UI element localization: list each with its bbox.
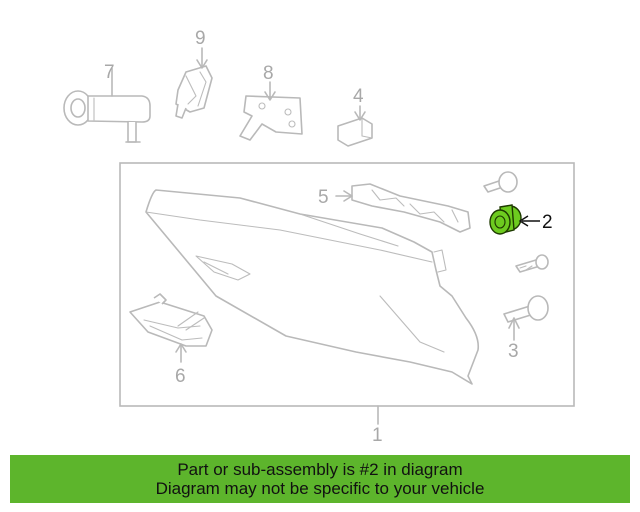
callout-2: 2 (542, 212, 553, 233)
callout-7: 7 (104, 62, 115, 83)
banner-line-2: Diagram may not be specific to your vehi… (155, 479, 485, 498)
stud-small[interactable] (515, 254, 549, 273)
part-1-glove-box-door[interactable] (145, 189, 480, 385)
callout-9: 9 (195, 28, 206, 49)
part-4-clip[interactable] (337, 105, 373, 147)
callout-6: 6 (175, 366, 186, 387)
callout-8: 8 (263, 63, 274, 84)
screw-upper[interactable] (483, 171, 518, 193)
part-6-handle-bezel[interactable] (129, 293, 213, 363)
callout-1: 1 (372, 425, 383, 446)
assembly-frame (119, 162, 575, 407)
callout-3: 3 (508, 341, 519, 362)
info-banner: Part or sub-assembly is #2 in diagram Di… (10, 455, 630, 503)
part-8-bracket[interactable] (239, 81, 303, 141)
part-2-clip-highlighted[interactable] (489, 204, 540, 235)
part-5-hinge[interactable] (335, 183, 471, 233)
part-7-handle[interactable] (63, 67, 151, 143)
banner-background (10, 455, 630, 503)
callout-4: 4 (353, 86, 364, 107)
callout-5: 5 (318, 187, 329, 208)
banner-line-1: Part or sub-assembly is #2 in diagram (177, 460, 463, 479)
part-3-bolt[interactable] (503, 295, 549, 341)
part-9-latch[interactable] (175, 47, 213, 119)
